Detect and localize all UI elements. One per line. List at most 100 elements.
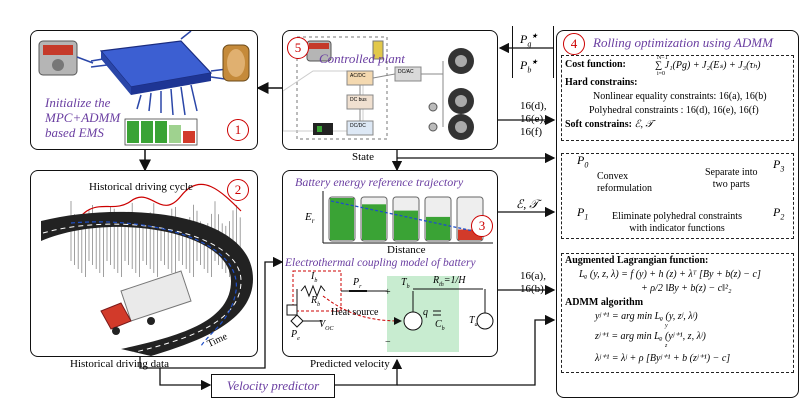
admm-label: ADMM algorithm: [565, 297, 644, 308]
tb-sub: b: [406, 284, 410, 290]
ylabel-sub: r: [311, 217, 315, 226]
battery-model-panel: Battery energy reference trajectory Er D…: [282, 170, 498, 357]
historical-cycle-label: Historical driving cycle: [89, 181, 193, 193]
minus-sign: −: [385, 337, 391, 348]
separate-label: Separate into two parts: [705, 167, 757, 191]
battery-cell-level: [394, 210, 418, 240]
ems-chip-graphic: [38, 31, 250, 146]
ib-main: I: [311, 271, 315, 282]
pe-sub: e: [297, 336, 300, 342]
convex-line: Convex: [597, 171, 629, 182]
predicted-velocity-label: Predicted velocity: [310, 358, 390, 370]
ems-init-panel: Initialize the MPC+ADMM based EMS 1: [30, 30, 258, 150]
panel-number-2: 2: [227, 179, 249, 201]
voc-label: VOC: [319, 319, 333, 332]
historical-data-label: Historical driving data: [70, 358, 169, 370]
panel-number-1: 1: [227, 119, 249, 141]
p1-sub: 1: [584, 212, 589, 222]
voc-main: V: [319, 319, 326, 330]
argmin-y: y: [665, 323, 668, 329]
admm-panel: Rolling optimization using ADMM 4 Cost f…: [556, 30, 799, 398]
pb-star-label: Pb★: [520, 56, 538, 76]
dcac-box: DC/AC: [398, 69, 414, 75]
cost-formula: ∑ J₁(Pg) + J₂(Eₛ) + J₃(τₕ): [655, 60, 761, 71]
battery-ylabel: Er: [305, 211, 314, 225]
sum-upper: N−1: [657, 55, 668, 61]
cb-main: C: [435, 319, 442, 330]
pg-star-label: Pg★: [520, 30, 538, 50]
ems-title-line: Initialize the: [45, 95, 111, 110]
ylabel-main: E: [305, 211, 312, 223]
electrothermal-title: Electrothermal coupling model of battery: [285, 257, 476, 269]
voc-sub: OC: [325, 326, 334, 332]
pe-main: P: [291, 329, 298, 340]
aug-line-1: Lᵨ (y, z, λ) = f (y) + h (z) + λᵀ [By + …: [579, 269, 761, 280]
argmin-z: z: [665, 343, 668, 349]
plant-graphic: [283, 36, 474, 140]
ib-sub: b: [314, 278, 318, 284]
admm-line-3: λʲ⁺¹ = λʲ + ρ [Byʲ⁺¹ + b (zʲ⁺¹) − c]: [595, 353, 731, 364]
cb-label: Cb: [435, 319, 445, 332]
eliminate-line: Eliminate polyhedral constraints: [612, 211, 742, 222]
soft-constraint-text: Soft constrains: ℰ, 𝒯: [565, 119, 653, 130]
constraints-ab-label: 16(a), 16(b): [520, 270, 546, 296]
pb-star: ★: [531, 58, 538, 66]
ta-main: T: [469, 315, 475, 326]
rb-label: Rb: [311, 295, 320, 308]
pb-main: P: [520, 58, 528, 72]
constraint-ref: 16(f): [520, 126, 542, 138]
sum-lower: i=0: [657, 71, 666, 77]
admm-line-2: zʲ⁺¹ = arg min Lᵨ (yʲ⁺¹, z, λʲ): [595, 331, 706, 342]
soft-label: Soft constrains:: [565, 119, 632, 130]
ib-label: Ib: [311, 271, 317, 284]
tb-label: Tb: [401, 277, 410, 290]
ems-title: Initialize the MPC+ADMM based EMS: [45, 95, 120, 140]
convex-line: reformulation: [597, 183, 652, 194]
soft-refs-label: ℰ, 𝒯: [516, 197, 539, 211]
convex-label: Convex reformulation: [597, 171, 652, 195]
p2-label: P2: [773, 205, 784, 221]
cb-sub: b: [441, 326, 445, 332]
admm-title: Rolling optimization using ADMM: [593, 35, 773, 50]
controlled-plant-panel: AC/DC DC/AC DC bus DC/DC Controlled plan…: [282, 30, 498, 150]
state-label: State: [352, 151, 374, 163]
pr-label: Pr: [353, 277, 361, 290]
constraint-ref: 16(a),: [520, 270, 546, 282]
eliminate-line: with indicator functions: [629, 223, 725, 234]
cost-label: Cost function:: [565, 59, 626, 70]
battery-cell-level: [362, 204, 386, 240]
separate-line: two parts: [712, 179, 750, 190]
hard-line-2: Polyhedral constraints : 16(d), 16(e), 1…: [589, 105, 759, 116]
velocity-predictor-box: Velocity predictor: [211, 374, 335, 398]
dcbus-box: DC bus: [350, 97, 367, 103]
battery-xlabel: Distance: [387, 244, 426, 256]
p2-main: P: [773, 205, 781, 219]
battery-cell-level: [426, 216, 450, 240]
p1-label: P1: [577, 205, 588, 221]
p3-main: P: [773, 157, 781, 171]
rth-label: Rth=1/H: [433, 275, 466, 288]
p3-label: P3: [773, 157, 784, 173]
battery-cell-level: [330, 198, 354, 240]
lagrangian-box: [561, 253, 794, 373]
hard-label: Hard constrains:: [565, 77, 638, 88]
plant-title: Controlled plant: [319, 51, 405, 66]
power-vector-bracket: [512, 26, 554, 78]
tb-main: T: [401, 277, 407, 288]
p0-main: P: [577, 153, 585, 167]
battery-trajectory-title: Battery energy reference trajectory: [295, 175, 464, 189]
reformulation-box: [561, 153, 794, 239]
rth-rest: =1/H: [443, 275, 466, 286]
admm-line-1: yʲ⁺¹ = arg min Lᵨ (y, zʲ, λʲ): [595, 311, 698, 322]
panel-number-5: 5: [287, 37, 309, 59]
p1-main: P: [577, 205, 585, 219]
historical-cycle-panel: Historical driving cycle Time 2: [30, 170, 258, 357]
p0-sub: 0: [584, 160, 589, 170]
constraint-ref: 16(b): [520, 283, 544, 295]
ems-title-line: MPC+ADMM: [45, 110, 121, 125]
acdc-box: AC/DC: [350, 73, 366, 79]
ta-sub: a: [474, 322, 478, 328]
rb-main: R: [311, 295, 318, 306]
panel-number-3: 3: [471, 215, 493, 237]
constraints-def-label: 16(d), 16(e), 16(f): [520, 100, 547, 139]
